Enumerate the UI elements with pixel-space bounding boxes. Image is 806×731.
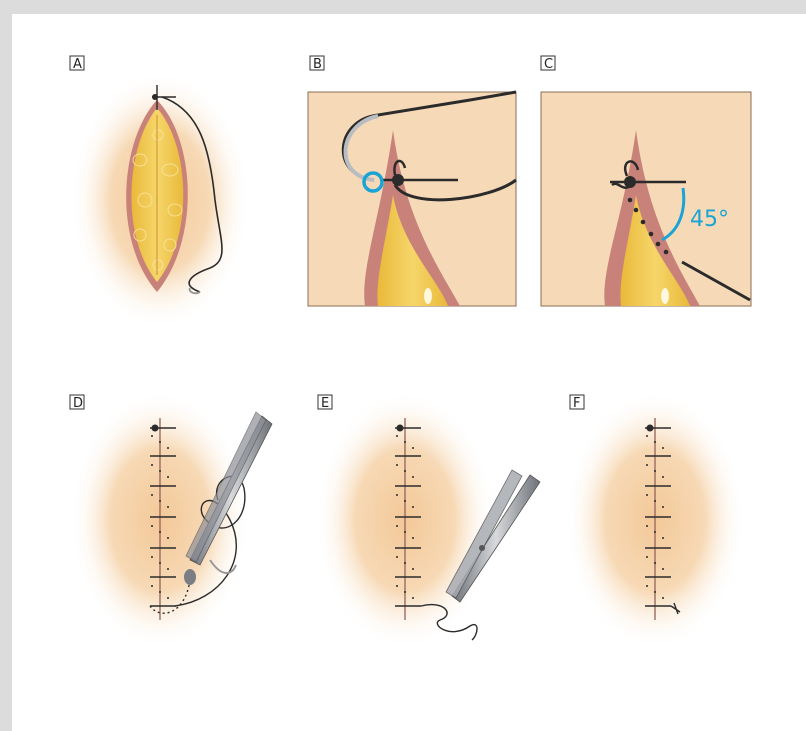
panel-d: D bbox=[70, 390, 272, 650]
panel-e: E bbox=[315, 390, 540, 650]
panel-label-a: A bbox=[73, 57, 82, 72]
panel-f: F bbox=[565, 390, 745, 650]
panel-b: B bbox=[308, 56, 516, 306]
knot-b bbox=[392, 174, 404, 186]
angle-label-c: 45° bbox=[690, 207, 729, 232]
panel-c: C 45° bbox=[541, 56, 751, 306]
panel-a: A bbox=[70, 56, 250, 330]
panel-label-b: B bbox=[313, 57, 322, 72]
panel-label-f: F bbox=[573, 396, 580, 411]
panel-label-c: C bbox=[544, 57, 553, 72]
panel-label-e: E bbox=[321, 396, 329, 411]
panel-label-d: D bbox=[73, 396, 83, 411]
